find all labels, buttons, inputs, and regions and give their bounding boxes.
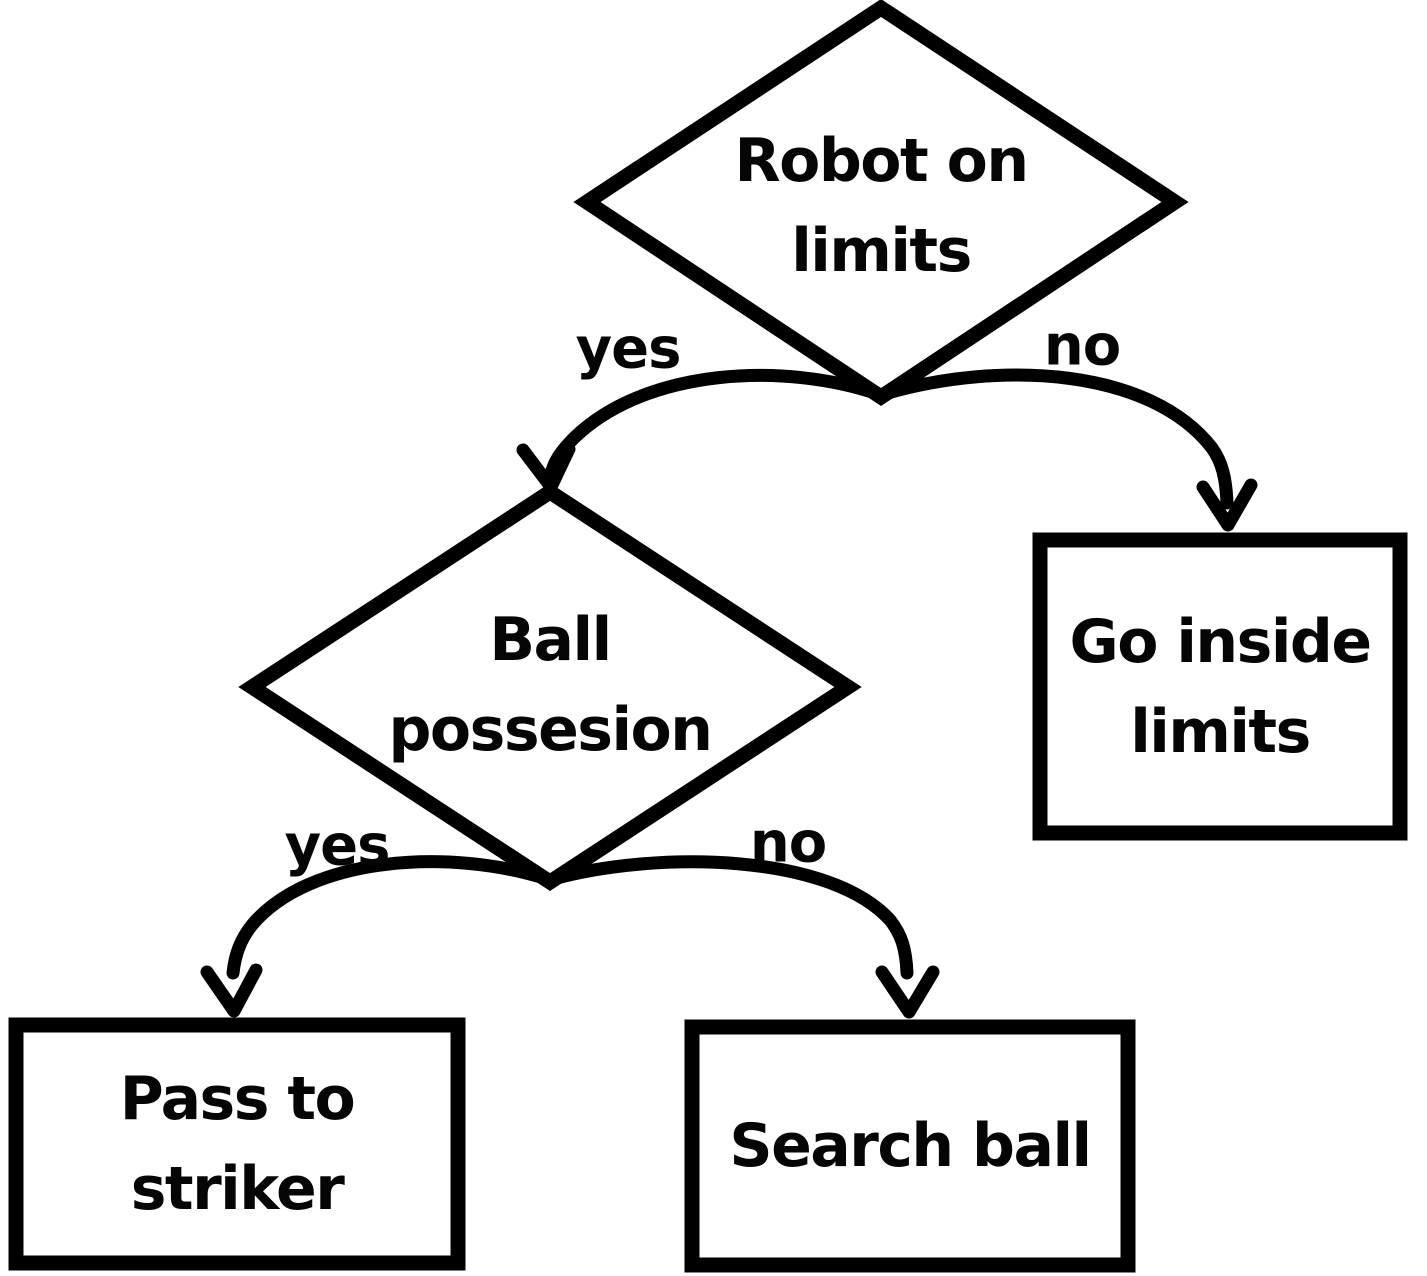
process-label-pass-to-striker: Pass to striker (119, 1064, 356, 1224)
decision-label-ball-possesion: Ball possesion (388, 605, 713, 765)
process-shape-search-ball (684, 1019, 1136, 1273)
arrowhead-icon (875, 965, 940, 1019)
edge-label-ball-yes: yes (284, 813, 391, 879)
arrowhead-icon (1196, 478, 1258, 532)
arrowhead-icon (200, 963, 263, 1018)
decision-label-robot-on-limits: Robot on limits (734, 126, 1029, 286)
edge-label-robot-no: no (1043, 313, 1121, 379)
process-label-go-inside-limits: Go inside limits (1069, 606, 1372, 767)
edge-label-ball-no: no (749, 810, 827, 876)
edge-robot-yes-curve (544, 368, 885, 481)
process-shape-go-inside-limits (1032, 532, 1408, 841)
edge-ball-no-curve (546, 855, 914, 980)
process-label-search-ball: Search ball (729, 1111, 1092, 1181)
edge-label-robot-yes: yes (575, 316, 682, 382)
edge-robot-no-curve (877, 368, 1234, 510)
arrowhead-icon (516, 442, 576, 494)
process-shape-pass-to-striker (8, 1017, 466, 1271)
edge-ball-yes-curve (226, 855, 554, 980)
